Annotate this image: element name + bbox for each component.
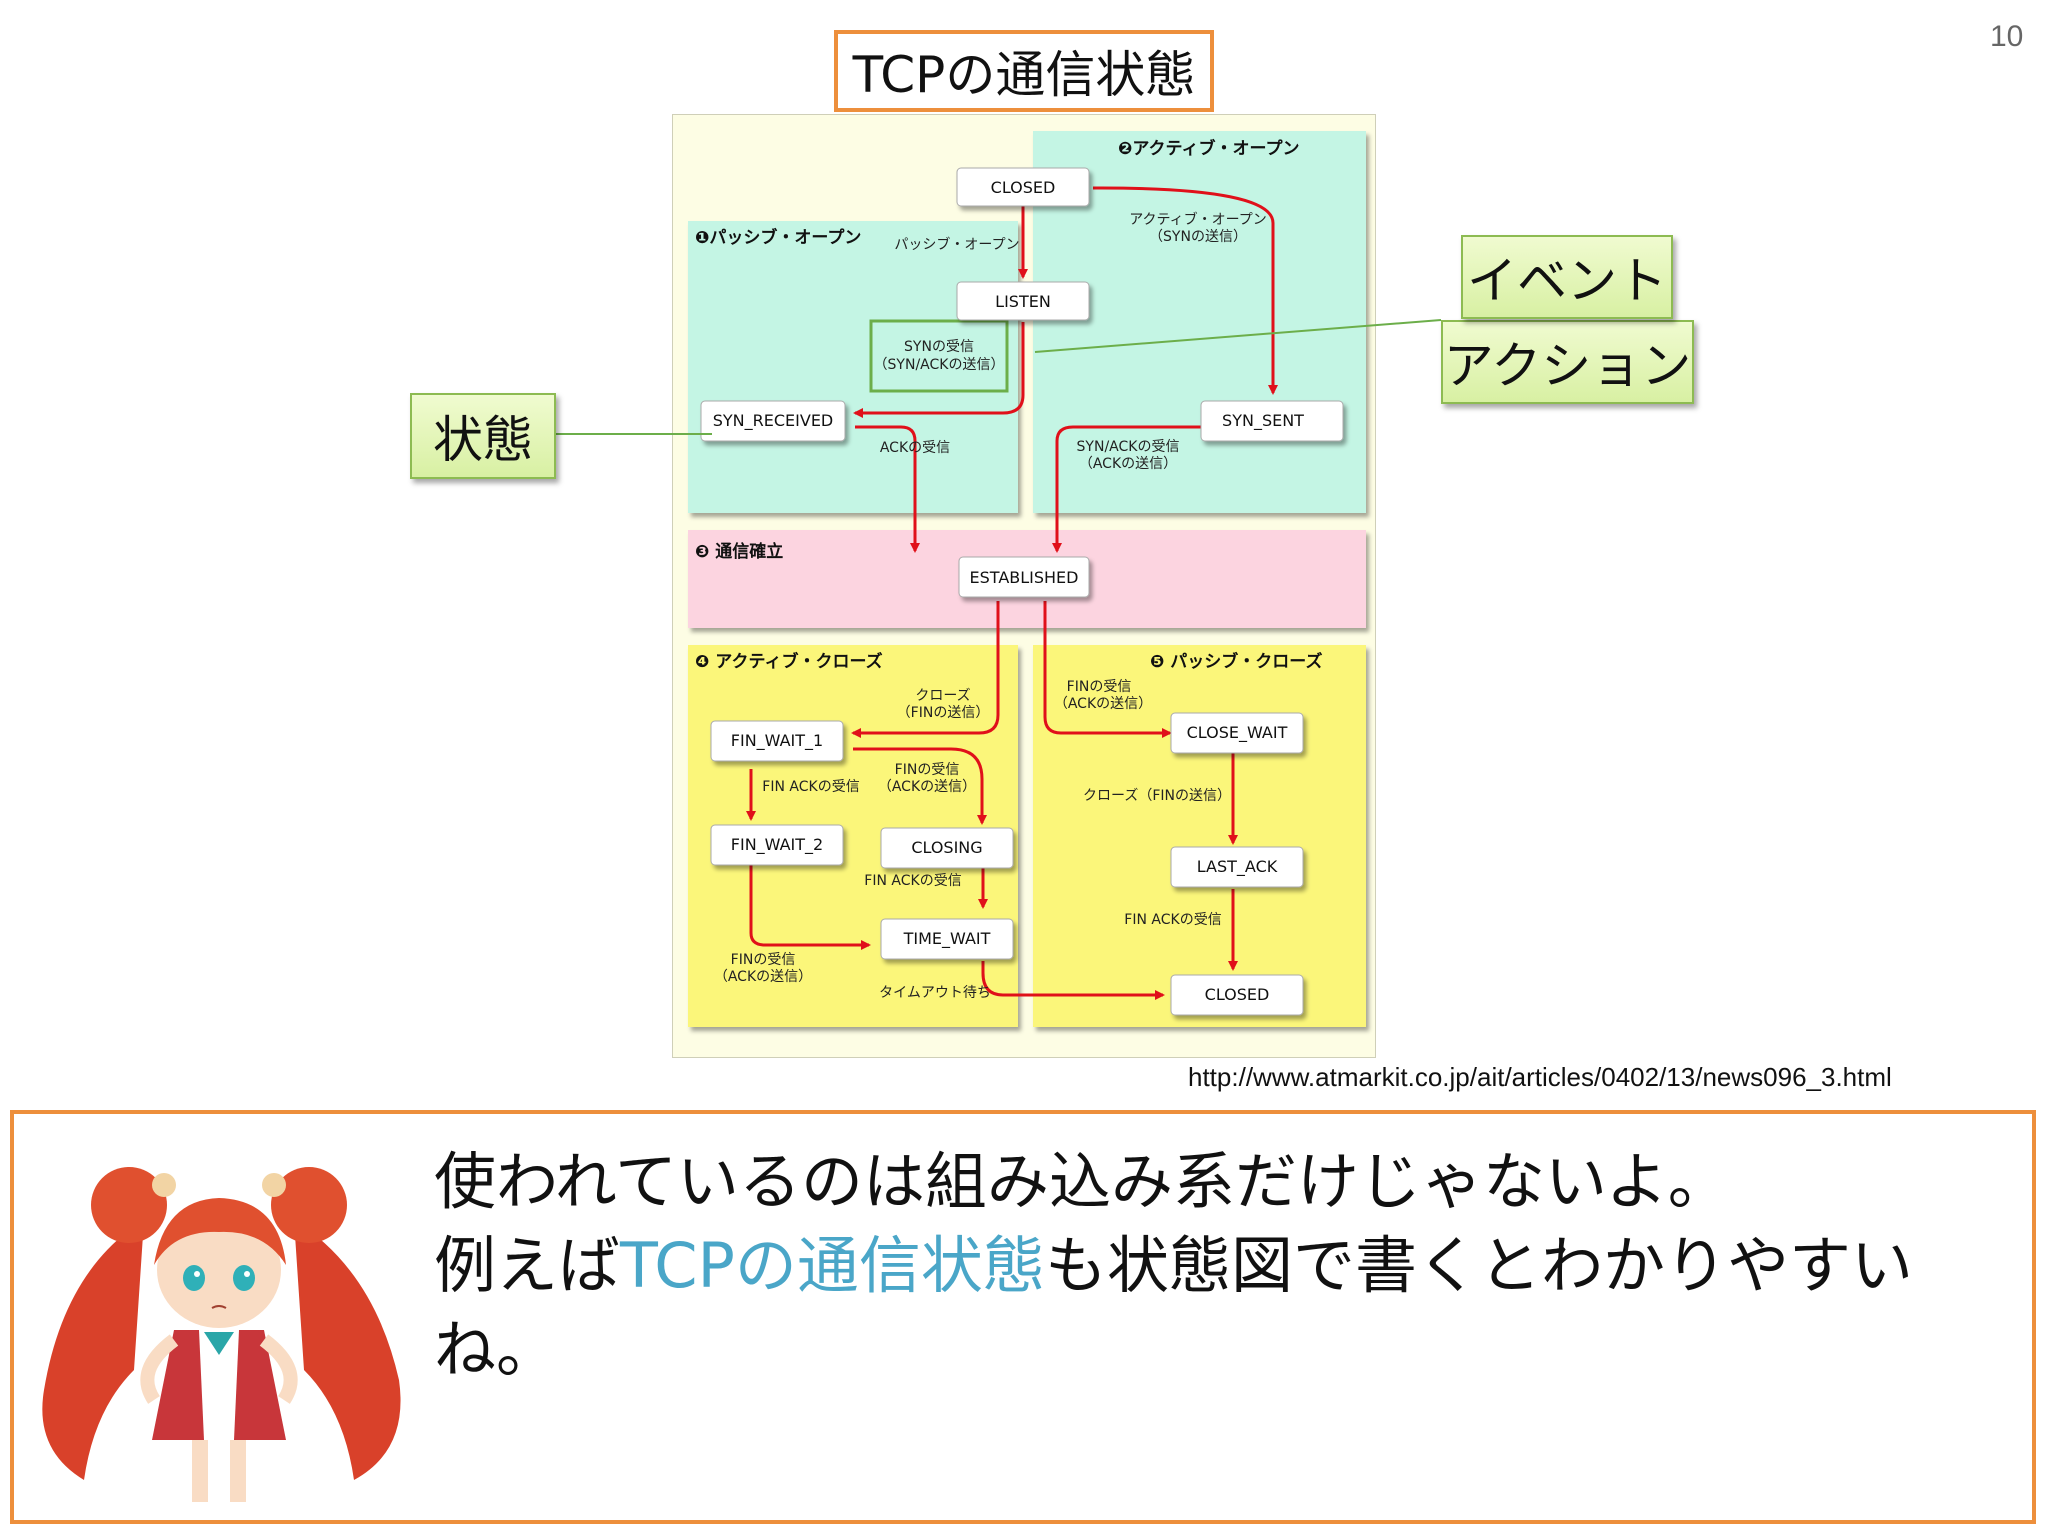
arrow-timewait-closed bbox=[981, 961, 1165, 1000]
arrow-finwait1-closing bbox=[853, 747, 987, 825]
callout-action: アクション bbox=[1441, 320, 1694, 404]
label-fin-ack-recv-b: FIN ACKの受信 bbox=[864, 873, 961, 889]
state-fin-wait-2: FIN_WAIT_2 bbox=[710, 824, 844, 866]
state-syn-sent: SYN_SENT bbox=[1200, 400, 1344, 442]
svg-text:FIN_WAIT_2: FIN_WAIT_2 bbox=[731, 835, 823, 855]
svg-text:CLOSED: CLOSED bbox=[991, 178, 1056, 197]
section-title-active-open: ❷アクティブ・オープン bbox=[1118, 138, 1300, 159]
speech-line-1: 使われているのは組み込み系だけじゃないよ。 bbox=[434, 1145, 1730, 1218]
arrow-established-finwait1 bbox=[851, 601, 1000, 738]
transition-arrows bbox=[746, 186, 1278, 1000]
section-title-established: ❸ 通信確立 bbox=[695, 541, 783, 562]
section-title-passive-close: ❺ パッシブ・クローズ bbox=[1150, 651, 1322, 672]
label-ack-recv: ACKの受信 bbox=[880, 440, 950, 456]
label-syn-recv-2: （SYN/ACKの送信） bbox=[874, 357, 1005, 373]
arrow-established-closewait bbox=[1043, 601, 1172, 738]
section-title-passive-open: ❶パッシブ・オープン bbox=[695, 227, 861, 248]
speech-line-2: 例えばTCPの通信状態も状態図で書くとわかりやすい bbox=[434, 1224, 2014, 1308]
label-timeout: タイムアウト待ち bbox=[879, 985, 991, 1001]
label-fin-recv-a2: （ACKの送信） bbox=[878, 779, 976, 795]
speech-line-2-suffix: も状態図で書くとわかりやすい bbox=[1044, 1229, 1913, 1302]
event-action-highlight bbox=[869, 319, 1009, 393]
character-illustration bbox=[42, 1167, 401, 1502]
label-fin-recv-a1: FINの受信 bbox=[895, 762, 960, 778]
state-closed-top: CLOSED bbox=[956, 167, 1090, 207]
label-close-2: （FINの送信） bbox=[897, 705, 990, 721]
state-closing: CLOSING bbox=[880, 827, 1014, 869]
svg-text:ESTABLISHED: ESTABLISHED bbox=[970, 568, 1079, 587]
section-passive-open bbox=[688, 221, 1018, 513]
diagram-canvas: ❶パッシブ・オープン ❷アクティブ・オープン ❸ 通信確立 ❹ アクティブ・クロ… bbox=[688, 131, 1366, 1027]
label-syn-recv-1: SYNの受信 bbox=[904, 339, 974, 355]
state-close-wait: CLOSE_WAIT bbox=[1170, 712, 1304, 754]
svg-text:TIME_WAIT: TIME_WAIT bbox=[903, 929, 991, 949]
svg-text:CLOSED: CLOSED bbox=[1205, 985, 1270, 1004]
state-listen: LISTEN bbox=[956, 281, 1090, 321]
speech-text: 使われているのは組み込み系だけじゃないよ。 例えばTCPの通信状態も状態図で書く… bbox=[434, 1140, 2014, 1392]
speech-line-2-prefix: 例えば bbox=[434, 1229, 621, 1302]
label-passive-open: パッシブ・オープン bbox=[894, 236, 1019, 253]
arrow-listen-synrecv bbox=[853, 322, 1025, 418]
state-established: ESTABLISHED bbox=[958, 556, 1090, 598]
section-title-active-close: ❹ アクティブ・クローズ bbox=[695, 651, 883, 672]
transition-labels: パッシブ・オープン アクティブ・オープン （SYNの送信） SYNの受信 （SY… bbox=[714, 211, 1267, 1001]
state-fin-wait-1: FIN_WAIT_1 bbox=[710, 720, 844, 762]
label-close-fin: クローズ（FINの送信） bbox=[1083, 788, 1231, 804]
arrow-synsent-established bbox=[1052, 425, 1203, 553]
label-fin-ack-recv-c: FIN ACKの受信 bbox=[1124, 912, 1221, 928]
svg-text:SYN_SENT: SYN_SENT bbox=[1222, 411, 1304, 431]
svg-text:CLOSE_WAIT: CLOSE_WAIT bbox=[1187, 723, 1288, 743]
speech-highlight: TCPの通信状態 bbox=[620, 1229, 1045, 1302]
state-time-wait: TIME_WAIT bbox=[880, 918, 1014, 960]
svg-text:FIN_WAIT_1: FIN_WAIT_1 bbox=[731, 731, 823, 751]
state-boxes: CLOSED LISTEN SYN_RECEIVED SYN_SENT ESTA… bbox=[700, 167, 1344, 1016]
label-fin-recv-b1: FINの受信 bbox=[731, 952, 796, 968]
label-active-open-2: （SYNの送信） bbox=[1149, 229, 1247, 245]
label-fin-recv-c2: （ACKの送信） bbox=[1054, 696, 1152, 712]
slide-title: TCPの通信状態 bbox=[834, 30, 1214, 112]
state-closed-bottom: CLOSED bbox=[1170, 974, 1304, 1016]
svg-text:CLOSING: CLOSING bbox=[911, 838, 982, 857]
section-passive-close bbox=[1033, 645, 1366, 1027]
state-last-ack: LAST_ACK bbox=[1170, 846, 1304, 888]
arrow-finwait2-timewait bbox=[749, 865, 871, 950]
label-fin-ack-recv-a: FIN ACKの受信 bbox=[762, 779, 859, 795]
callout-state: 状態 bbox=[410, 393, 556, 479]
label-fin-recv-c1: FINの受信 bbox=[1067, 679, 1132, 695]
svg-text:LAST_ACK: LAST_ACK bbox=[1197, 857, 1278, 877]
arrow-closed-synsent bbox=[1093, 186, 1278, 395]
page-number: 10 bbox=[1990, 20, 2024, 53]
arrow-synrecv-established bbox=[855, 425, 920, 553]
label-close-1: クローズ bbox=[915, 688, 970, 704]
label-synack-recv-1: SYN/ACKの受信 bbox=[1077, 439, 1180, 455]
callout-event: イベント bbox=[1461, 235, 1673, 319]
svg-text:LISTEN: LISTEN bbox=[995, 292, 1051, 311]
svg-text:SYN_RECEIVED: SYN_RECEIVED bbox=[713, 411, 834, 431]
label-active-open-1: アクティブ・オープン bbox=[1129, 211, 1267, 228]
state-syn-received: SYN_RECEIVED bbox=[700, 400, 846, 442]
tcp-state-diagram: ❶パッシブ・オープン ❷アクティブ・オープン ❸ 通信確立 ❹ アクティブ・クロ… bbox=[672, 114, 1376, 1058]
label-synack-recv-2: （ACKの送信） bbox=[1079, 456, 1177, 472]
speech-line-3: ね。 bbox=[434, 1313, 559, 1386]
source-url[interactable]: http://www.atmarkit.co.jp/ait/articles/0… bbox=[1188, 1062, 1892, 1092]
label-fin-recv-b2: （ACKの送信） bbox=[714, 969, 812, 985]
